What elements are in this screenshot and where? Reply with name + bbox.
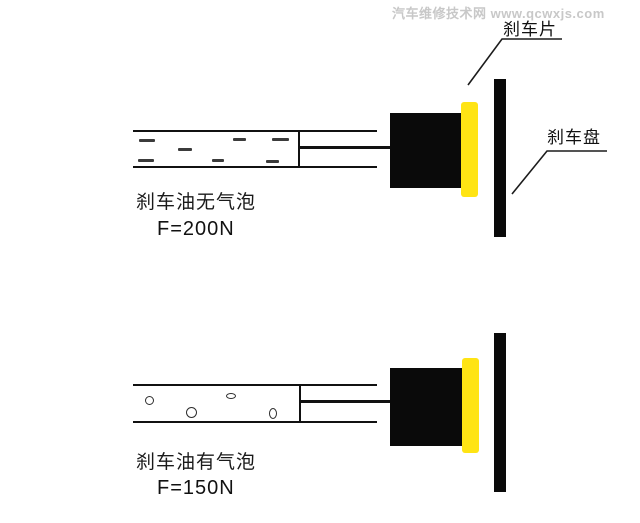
caption-with-bubbles: 刹车油有气泡 [136, 452, 257, 473]
air-bubble [226, 393, 236, 399]
caliper-block [390, 113, 462, 188]
brake-pad [462, 358, 479, 453]
caliper-block [390, 368, 463, 446]
piston-rod-line [300, 400, 390, 403]
brake-disc-leader-line [511, 150, 607, 195]
brake-disc-label: 刹车盘 [547, 128, 601, 147]
watermark: 汽车维修技术网 www.qcwxjs.com [392, 6, 605, 21]
fluid-dash [138, 159, 154, 162]
cylinder-bottom-wall [133, 421, 377, 423]
air-bubble [144, 395, 154, 405]
caption-no-bubbles: 刹车油无气泡 [136, 192, 257, 213]
fluid-dash [212, 159, 224, 162]
air-bubble [185, 406, 197, 418]
air-bubble [269, 407, 277, 419]
fluid-dash [178, 148, 192, 151]
cylinder-top-wall [133, 384, 377, 386]
cylinder-bottom-wall [133, 166, 377, 168]
brake-pad-leader-line [467, 38, 562, 86]
piston-rod-line [300, 146, 390, 149]
brake-pad-label: 刹车片 [503, 20, 557, 39]
cylinder-top-wall [133, 130, 377, 132]
brake-disc-bar [494, 79, 506, 237]
brake-disc-bar [494, 333, 506, 492]
piston-line [299, 384, 301, 423]
piston-line [298, 130, 300, 168]
force-value-top: F=200N [157, 218, 235, 240]
fluid-dash [139, 139, 155, 142]
fluid-dash [266, 160, 279, 163]
fluid-dash [233, 138, 246, 141]
fluid-dash [272, 138, 289, 141]
brake-pad [461, 102, 478, 197]
force-value-bottom: F=150N [157, 477, 235, 499]
